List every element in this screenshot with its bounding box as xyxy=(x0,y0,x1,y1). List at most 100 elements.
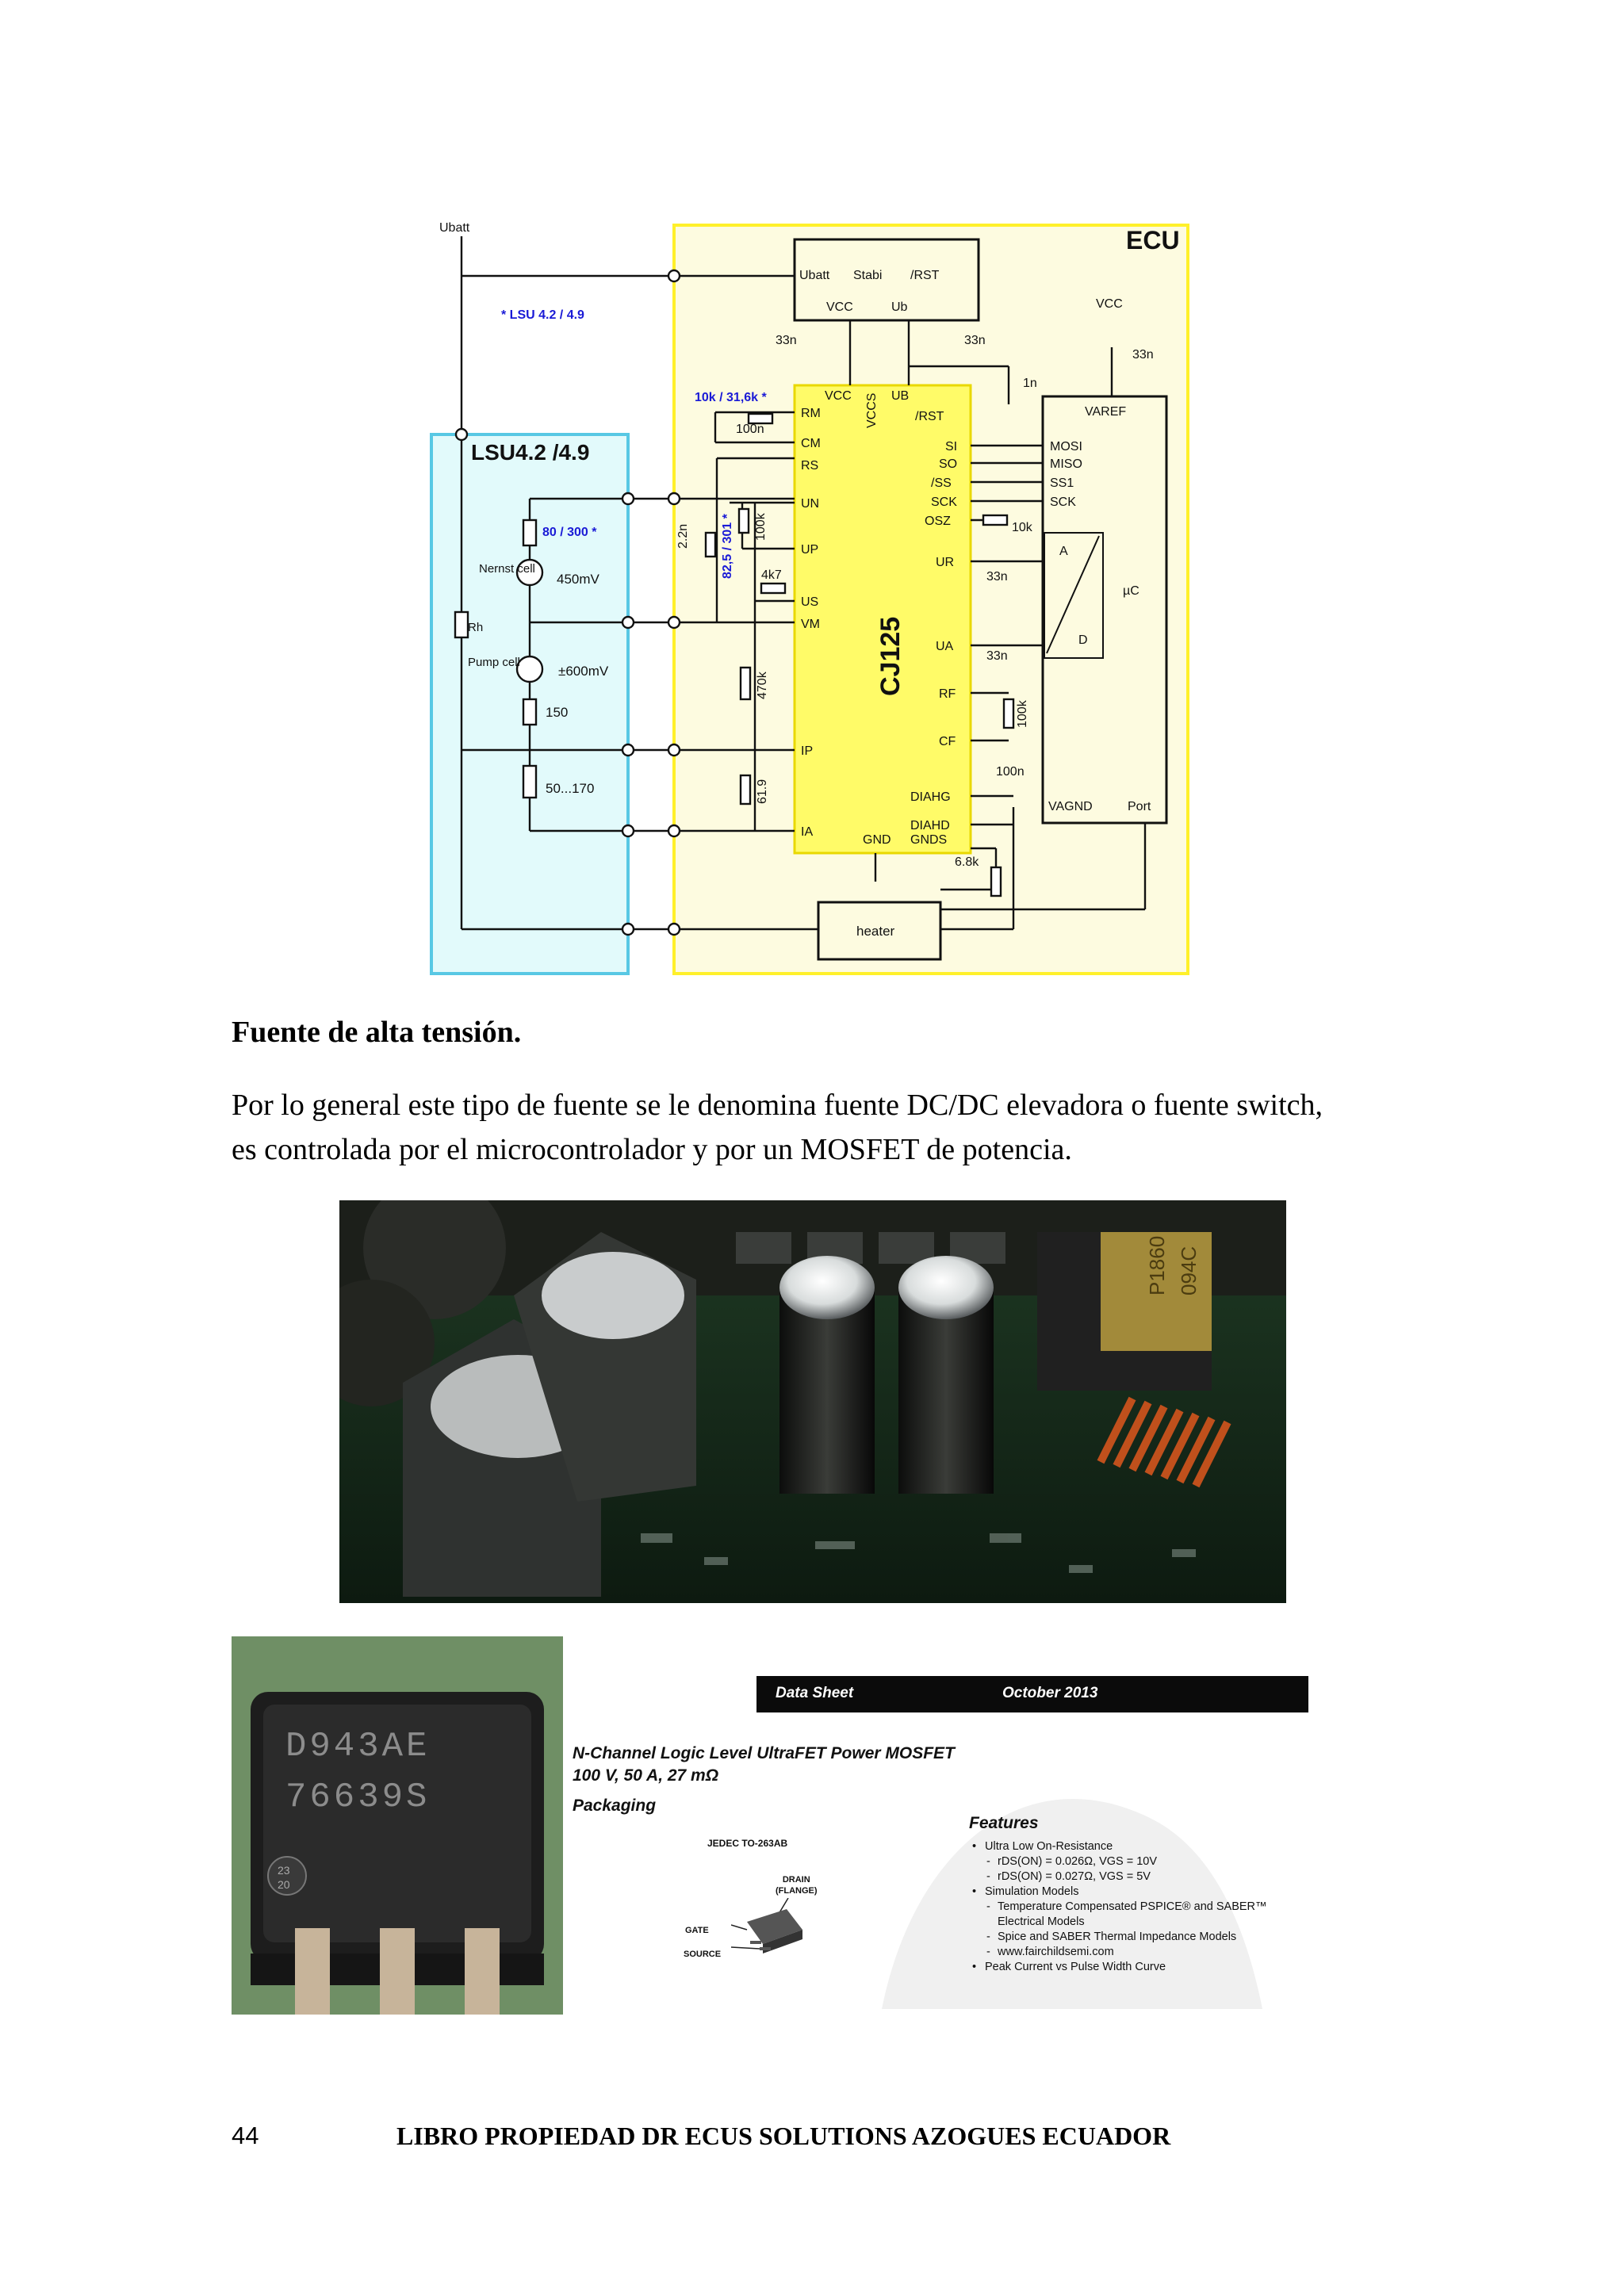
pin-up: UP xyxy=(801,543,818,557)
datasheet-type: Data Sheet xyxy=(776,1685,854,1701)
mcu-varef: VAREF xyxy=(1085,405,1126,419)
cap-33n-d: 33n xyxy=(986,570,1008,584)
pin-vccs: VCCS xyxy=(865,393,879,428)
regulator-box xyxy=(793,238,980,322)
feature-item: Temperature Compensated PSPICE® and SABE… xyxy=(969,1900,1310,1915)
footer-text: LIBRO PROPIEDAD DR ECUS SOLUTIONS AZOGUE… xyxy=(396,2122,1171,2150)
v-450mv: 450mV xyxy=(557,572,600,587)
r-6-8k: 6.8k xyxy=(955,855,979,869)
mosfet-marking-line1: D943AE xyxy=(285,1727,430,1766)
pin-ia: IA xyxy=(801,825,813,839)
pin-so: SO xyxy=(939,457,957,471)
pin-us: US xyxy=(801,595,818,609)
cap-2n2: 2.2n xyxy=(676,524,690,549)
feature-item: Spice and SABER Thermal Impedance Models xyxy=(969,1930,1310,1945)
pcb-photo: P1860 094C xyxy=(339,1200,1286,1603)
r-80-300: 80 / 300 * xyxy=(542,526,597,539)
r-82-301: 82,5 / 301 * xyxy=(721,513,734,579)
datasheet-packaging-heading: Packaging xyxy=(573,1797,657,1815)
r-100k-a: 100k xyxy=(754,512,768,541)
datasheet-date: October 2013 xyxy=(1002,1685,1098,1701)
pin-si: SI xyxy=(945,440,957,453)
mosfet-marking-line2: 76639S xyxy=(285,1777,430,1817)
pin-ur: UR xyxy=(936,556,954,569)
feature-item: Simulation Models xyxy=(969,1885,1310,1900)
pin-rf: RF xyxy=(939,687,956,701)
r-50-170: 50...170 xyxy=(546,781,594,796)
feature-item: www.fairchildsemi.com xyxy=(969,1945,1310,1960)
pin-cm: CM xyxy=(801,437,821,450)
mosfet-photo: D943AE 76639S 23 20 xyxy=(232,1636,563,2015)
mcu-port: Port xyxy=(1128,800,1151,813)
pin-sck: SCK xyxy=(931,496,957,509)
reg-stabi: Stabi xyxy=(853,269,882,282)
r-10k: 10k xyxy=(1012,521,1033,534)
features-title: Features xyxy=(969,1814,1039,1832)
pin-rst: /RST xyxy=(915,410,944,423)
to263-package-icon xyxy=(731,1898,802,1954)
pin-un: UN xyxy=(801,497,819,511)
mcu-a: A xyxy=(1059,545,1068,558)
rm-value: 10k / 31,6k * xyxy=(695,391,768,404)
datasheet-header-bar: Data Sheet October 2013 xyxy=(756,1676,1308,1712)
mcu-miso: MISO xyxy=(1050,457,1082,471)
pin-diahd: DIAHD xyxy=(910,819,950,832)
ecu-label: ECU xyxy=(1126,226,1180,254)
heater-label: heater xyxy=(856,924,895,939)
vcc-label: VCC xyxy=(1096,297,1123,311)
mcu-name: µC xyxy=(1123,584,1139,598)
lsu-title: LSU4.2 /4.9 xyxy=(471,440,589,465)
pump-cell-label: Pump cell xyxy=(468,656,520,669)
rh-label: Rh xyxy=(468,621,483,634)
paragraph-line: es controlada por el microcontrolador y … xyxy=(232,1133,1072,1166)
r-150: 150 xyxy=(546,705,568,720)
cap-33n-a: 33n xyxy=(776,334,797,347)
features-list: Features Ultra Low On-ResistancerDS(ON) … xyxy=(969,1814,1310,1975)
pin-rs: RS xyxy=(801,459,818,473)
pin-drain-label: DRAIN (FLANGE) xyxy=(776,1875,818,1896)
cap-33n-c: 33n xyxy=(1132,348,1154,362)
datasheet-ratings: 100 V, 50 A, 27 mΩ xyxy=(573,1766,719,1785)
v-600mv: ±600mV xyxy=(558,664,609,679)
cap-100n-b: 100n xyxy=(996,765,1025,779)
pin-gnd: GND xyxy=(863,833,891,847)
feature-item: rDS(ON) = 0.027Ω, VGS = 5V xyxy=(969,1869,1310,1885)
r-4k7: 4k7 xyxy=(761,568,782,582)
pin-ip: IP xyxy=(801,744,813,758)
page-number: 44 xyxy=(232,2122,259,2149)
reg-ubatt: Ubatt xyxy=(799,269,830,282)
mcu-ss1: SS1 xyxy=(1050,476,1074,490)
pin-vcc: VCC xyxy=(825,389,852,403)
package-name: JEDEC TO-263AB xyxy=(707,1838,788,1849)
pin-gnds: GNDS xyxy=(910,833,947,847)
r-470k: 470k xyxy=(756,671,769,699)
cap-100n-a: 100n xyxy=(736,423,764,436)
datasheet-product: N-Channel Logic Level UltraFET Power MOS… xyxy=(573,1744,955,1762)
circuit-diagram: Ubatt ECU * LSU 4.2 / 4.9 LSU4.2 /4.9 Ub… xyxy=(430,221,1189,975)
reg-rst: /RST xyxy=(910,269,940,282)
pin-diahg: DIAHG xyxy=(910,790,951,804)
cj125-chip xyxy=(793,384,972,855)
pin-ua: UA xyxy=(936,640,954,653)
mcu-mosi: MOSI xyxy=(1050,440,1082,453)
lsu-note: * LSU 4.2 / 4.9 xyxy=(501,308,584,322)
mcu-box xyxy=(1041,395,1168,825)
transformer-label-2: 094C xyxy=(1177,1246,1201,1295)
pin-cf: CF xyxy=(939,735,956,748)
reg-vcc: VCC xyxy=(826,300,853,314)
date-code-2: 20 xyxy=(278,1878,290,1891)
mcu-vagnd: VAGND xyxy=(1048,800,1093,813)
adc-box xyxy=(1044,532,1104,659)
chip-name: CJ125 xyxy=(875,617,906,696)
feature-item: Electrical Models xyxy=(998,1915,1085,1928)
pin-ss: /SS xyxy=(931,476,952,490)
feature-item: rDS(ON) = 0.026Ω, VGS = 10V xyxy=(969,1854,1310,1869)
r-61-9: 61.9 xyxy=(756,779,769,804)
pin-vm: VM xyxy=(801,618,820,631)
cap-33n-b: 33n xyxy=(964,334,986,347)
section-heading: Fuente de alta tensión. xyxy=(232,1016,522,1049)
pin-osz: OSZ xyxy=(925,515,951,528)
pin-gate-label: GATE xyxy=(685,1926,709,1935)
pin-ub: UB xyxy=(891,389,909,403)
mcu-sck: SCK xyxy=(1050,496,1076,509)
